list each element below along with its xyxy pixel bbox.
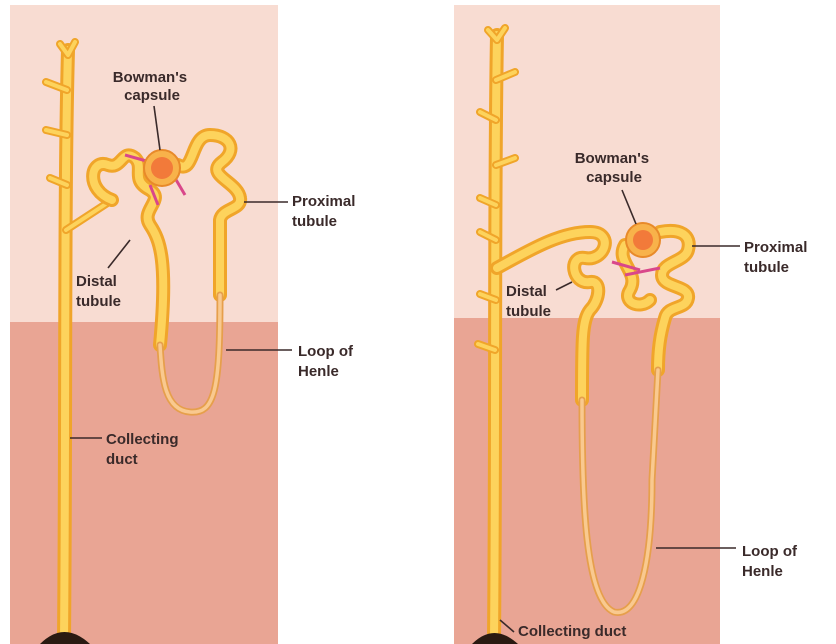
right-panel: Bowman's capsule Proximal tubule Distal …: [454, 5, 812, 644]
left-label-henle: Loop of Henle: [298, 343, 357, 380]
right-label-proximal: Proximal tubule: [744, 239, 812, 276]
left-label-bowmans: Bowman's capsule: [113, 69, 192, 104]
left-label-proximal: Proximal tubule: [292, 193, 360, 230]
left-panel: Bowman's capsule Proximal tubule Distal …: [10, 5, 360, 644]
right-label-collecting: Collecting duct: [518, 623, 626, 640]
right-label-henle: Loop of Henle: [742, 543, 801, 580]
left-medulla-region: [10, 322, 278, 644]
